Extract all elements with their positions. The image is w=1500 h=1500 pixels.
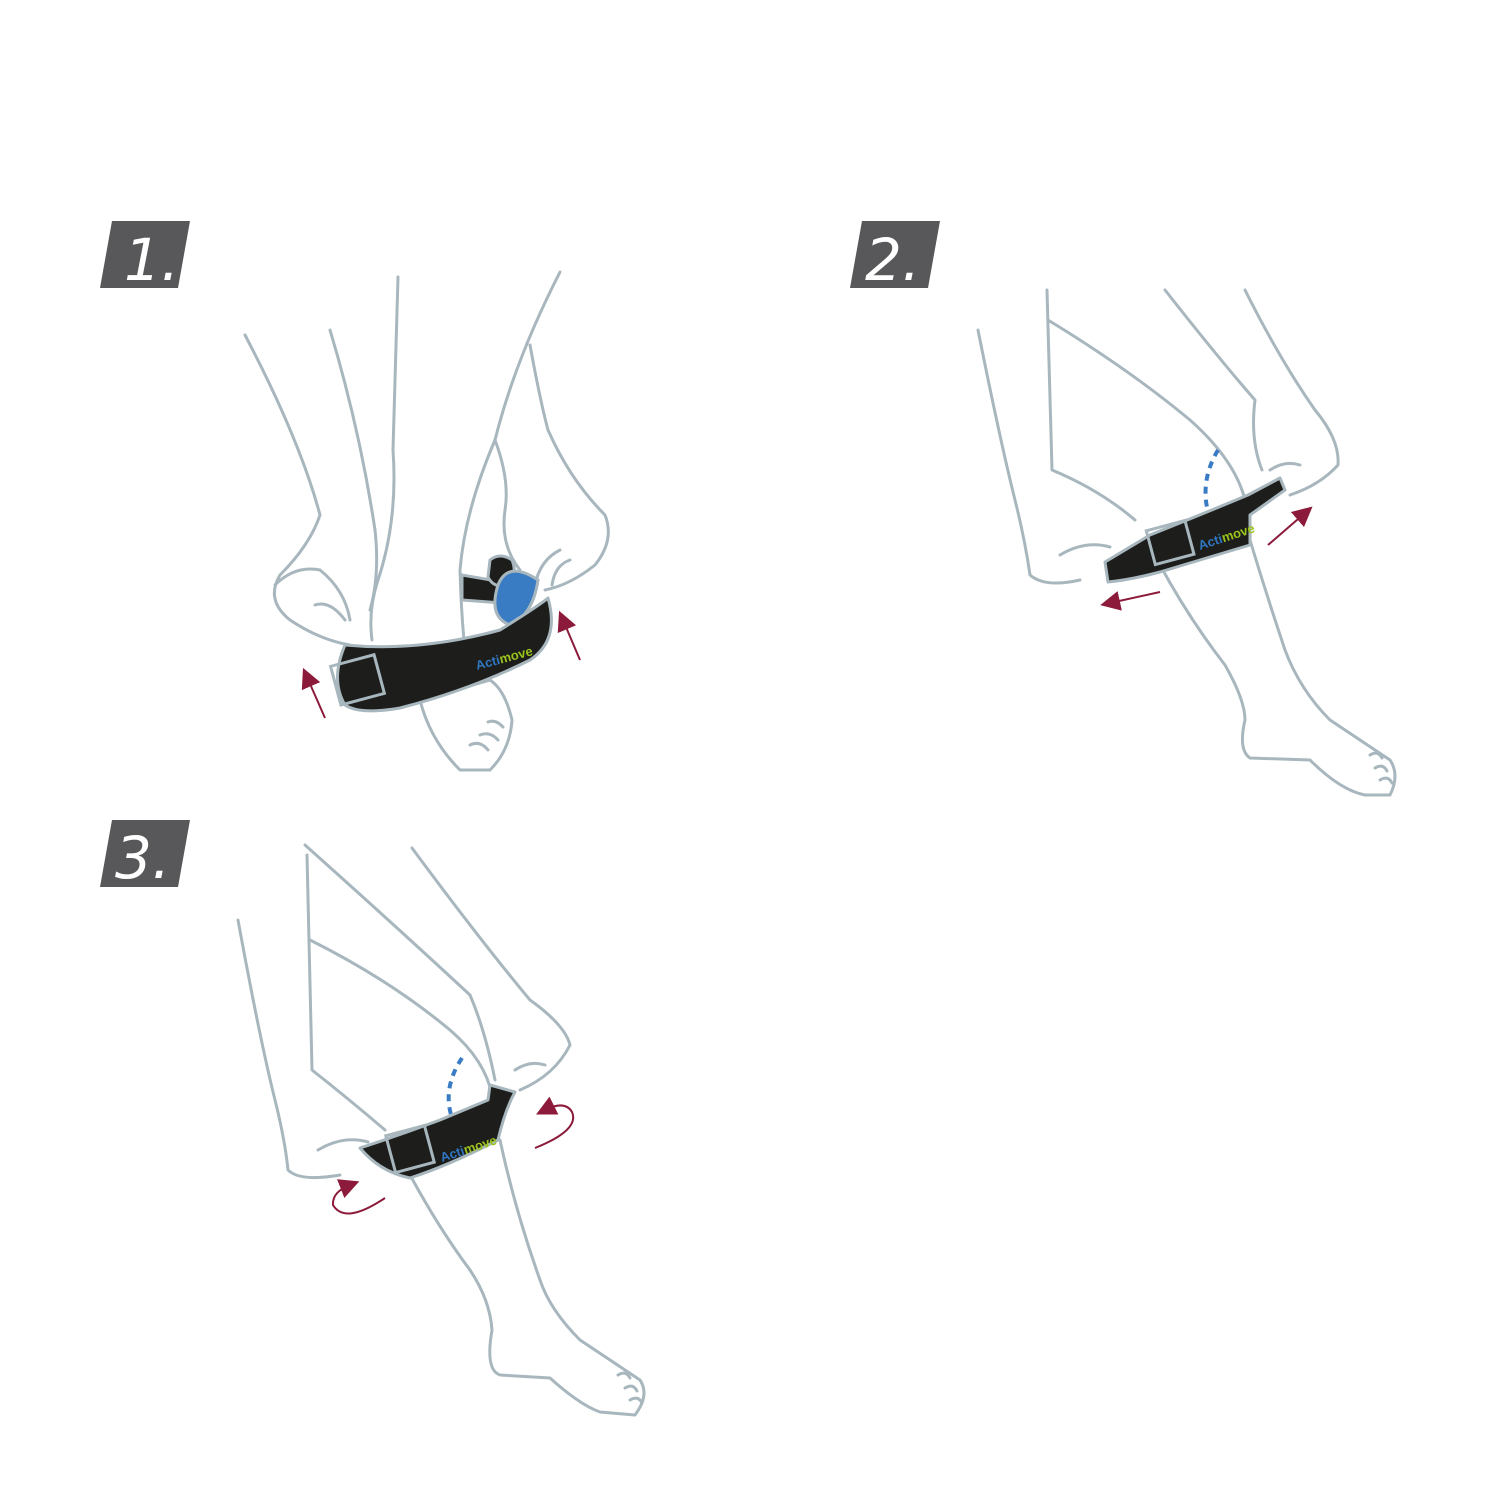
blue-pad bbox=[493, 569, 540, 627]
arrow-left-icon bbox=[1100, 591, 1161, 611]
step-3: 3. Actimove bbox=[100, 820, 646, 1417]
step-2-badge: 2. bbox=[850, 221, 940, 294]
buckle bbox=[383, 1123, 437, 1175]
step-2-number: 2. bbox=[865, 226, 920, 294]
step-1-legs-illustration bbox=[243, 270, 610, 772]
step-3-number: 3. bbox=[115, 824, 170, 892]
step-2-strap: Actimove bbox=[1103, 476, 1287, 584]
step-1: 1. Actimove bbox=[100, 221, 610, 772]
arrow-up-icon bbox=[557, 610, 581, 661]
step-2: 2. Actimove bbox=[850, 221, 1397, 797]
curved-arrow-icon bbox=[331, 1179, 386, 1215]
step-1-strap: Actimove bbox=[328, 554, 553, 713]
kneecap-guide-line bbox=[1203, 448, 1220, 513]
kneecap-guide-line bbox=[446, 1056, 464, 1119]
step-1-badge: 1. bbox=[100, 221, 190, 294]
buckle bbox=[328, 652, 387, 707]
step-2-legs-illustration bbox=[976, 288, 1397, 797]
step-1-number: 1. bbox=[124, 226, 179, 294]
step-3-strap: Actimove bbox=[358, 1083, 517, 1180]
step-3-legs-illustration bbox=[236, 843, 646, 1417]
arrow-right-icon bbox=[1267, 506, 1313, 546]
step-3-badge: 3. bbox=[100, 820, 190, 892]
arrow-up-icon bbox=[301, 667, 326, 719]
buckle bbox=[1144, 518, 1196, 567]
curved-arrow-icon bbox=[534, 1096, 575, 1149]
